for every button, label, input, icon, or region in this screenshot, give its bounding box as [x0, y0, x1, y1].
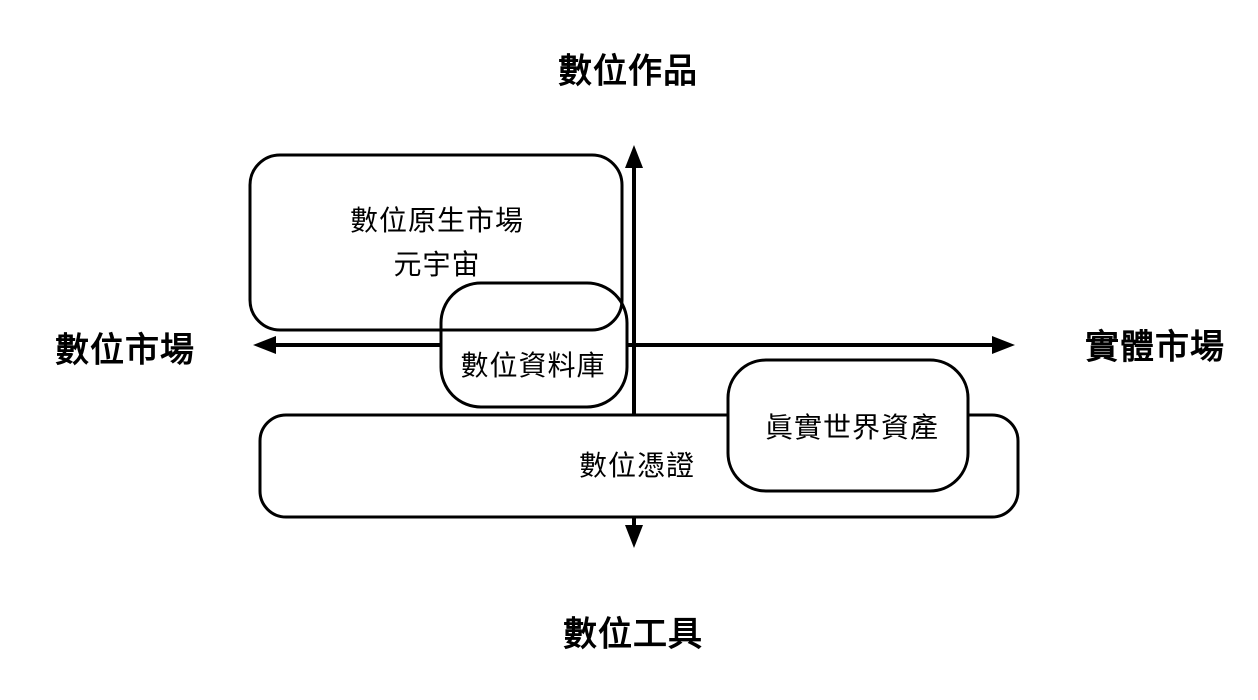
axis-label-top: 數位作品: [558, 52, 698, 91]
digital-native-market-label: 數位原生市場 元宇宙: [350, 199, 524, 287]
digital-native-market-label-line1: 數位原生市場: [349, 205, 525, 236]
arrow-right-icon: [992, 336, 1015, 354]
digital-database-label: 數位資料庫: [460, 350, 606, 381]
digital-native-market-label-line2: 元宇宙: [393, 249, 481, 280]
digital-native-market-box: [248, 153, 624, 332]
real-world-assets-box: [726, 358, 970, 493]
arrow-left-icon: [253, 336, 276, 354]
arrow-down-icon: [625, 525, 643, 548]
axis-label-left: 數位市場: [55, 331, 195, 370]
real-world-assets-label: 眞實世界資產: [764, 412, 940, 443]
arrow-up-icon: [625, 145, 643, 168]
axis-label-right: 實體市場: [1085, 328, 1225, 367]
digital-database-box: [439, 281, 629, 409]
digital-certificate-label: 數位憑證: [578, 450, 696, 481]
axis-label-bottom: 數位工具: [563, 615, 703, 654]
